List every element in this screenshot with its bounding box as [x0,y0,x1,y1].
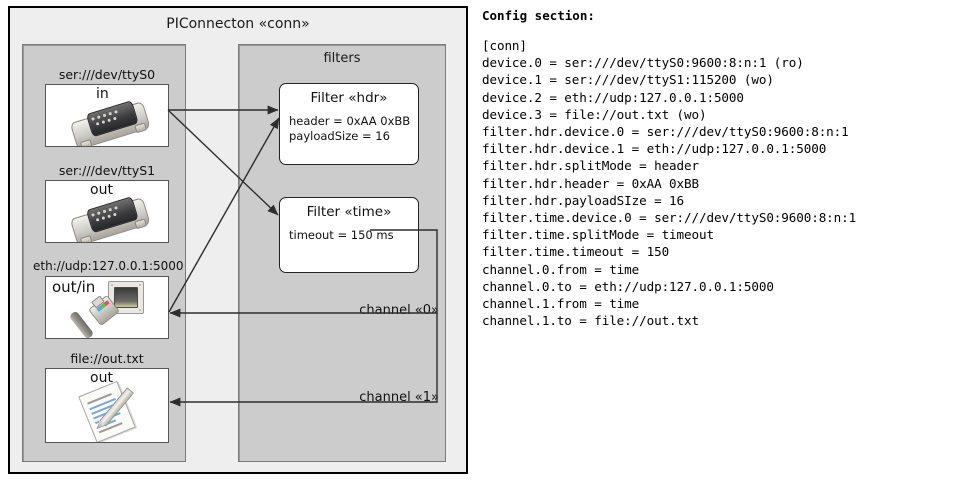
device-label: file://out.txt [70,351,144,366]
device-box[interactable]: in [45,84,169,147]
config-line: device.0 = ser:///dev/ttyS0:9600:8:n:1 (… [482,55,804,71]
filter-attributes: header = 0xAA 0xBB payloadSize = 16 [289,114,410,144]
device-direction: out [90,370,113,386]
config-line: filter.time.device.0 = ser:///dev/ttyS0:… [482,210,857,226]
filter-hdr[interactable]: Filter «hdr» header = 0xAA 0xBB payloadS… [279,83,419,165]
device-label: ser:///dev/ttyS0 [58,67,156,82]
config-line: device.3 = file://out.txt (wo) [482,106,707,122]
filter-attr: header = 0xAA 0xBB [289,114,411,128]
ethernet-icon [46,277,168,338]
config-line: channel.1.from = time [482,296,640,312]
config-line: filter.time.splitMode = timeout [482,227,714,243]
filter-name: Filter «time» [306,204,392,220]
connector-diagram: PIConnecton «conn» ser:///dev/ttyS0 in [8,6,468,474]
device-direction: out [90,182,113,198]
device-direction: in [96,86,109,102]
config-heading: Config section: [482,8,595,23]
config-line: channel.0.to = eth://udp:127.0.0.1:5000 [482,278,774,294]
device-label: eth://udp:127.0.0.1:5000 [33,259,184,273]
config-section: Config section: [conn] device.0 = ser:///… [482,8,960,329]
filter-name: Filter «hdr» [310,90,388,106]
config-line: channel.0.from = time [482,261,640,277]
device-direction: out/in [52,278,96,296]
config-line: filter.hdr.header = 0xAA 0xBB [482,175,699,191]
config-line: filter.time.timeout = 150 [482,244,670,260]
diagram-title: PIConnecton «conn» [166,16,310,32]
filter-time[interactable]: Filter «time» timeout = 150 ms [279,197,419,273]
config-line: filter.hdr.splitMode = header [482,158,699,174]
config-line: channel.1.to = file://out.txt [482,313,699,329]
devices-panel: ser:///dev/ttyS0 in [22,44,186,462]
serial-db9-icon [68,96,151,146]
channel-0-label: channel «0» [359,303,439,318]
config-line: filter.hdr.device.0 = ser:///dev/ttyS0:9… [482,124,849,140]
config-line: [conn] [482,38,527,53]
text-file-icon [78,380,146,442]
filter-attributes: timeout = 150 ms [289,228,394,243]
serial-db9-icon [68,192,151,242]
device-box[interactable]: out [45,368,169,443]
filters-panel-title: filters [323,51,361,66]
config-line: filter.hdr.payloadSIze = 16 [482,192,685,208]
device-label: ser:///dev/ttyS1 [58,163,156,178]
device-box[interactable]: out [45,180,169,243]
channel-1-label: channel «1» [359,390,439,405]
filters-panel: filters Filter «hdr» header = 0xAA 0xBB … [238,44,446,462]
config-line: filter.hdr.device.1 = eth://udp:127.0.0.… [482,141,827,157]
config-listing: [conn] device.0 = ser:///dev/ttyS0:9600:8… [482,37,960,329]
config-line: device.2 = eth://udp:127.0.0.1:5000 [482,89,744,105]
filter-attr: timeout = 150 ms [289,228,394,242]
device-box[interactable]: out/in [45,276,169,339]
config-line: device.1 = ser:///dev/ttyS1:115200 (wo) [482,72,774,88]
filter-attr: payloadSize = 16 [289,129,390,143]
